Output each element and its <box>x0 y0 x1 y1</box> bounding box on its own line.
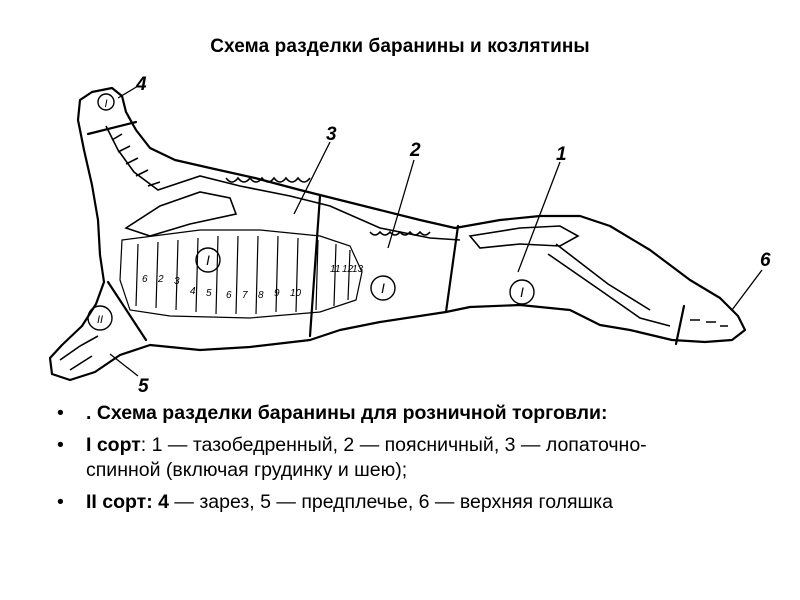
shoulder-blade <box>124 191 238 237</box>
rib-number: 6 <box>226 290 232 301</box>
carcass-outline <box>48 86 747 382</box>
grade-mark-circle <box>97 93 115 111</box>
cut-line-3-2 <box>308 194 322 338</box>
cut-line-shank <box>674 304 686 346</box>
list-item-text: : 1 — тазобедренный, 2 — поясничный, 3 —… <box>86 434 647 481</box>
ribs-area <box>119 229 363 319</box>
callout-6: 6 <box>760 250 771 271</box>
bullet-marker: • <box>57 434 64 456</box>
grade-mark-circle <box>195 247 221 273</box>
grade-label: I сорт <box>86 434 141 456</box>
rib-number: 3 <box>174 276 180 287</box>
grade-mark: I <box>104 98 107 110</box>
grade-mark: II <box>97 314 103 326</box>
grade-mark: I <box>206 252 210 268</box>
callout-1: 1 <box>556 144 567 165</box>
cut-line-shoulder <box>106 280 148 342</box>
rib-number: 5 <box>206 288 212 299</box>
grade-label: II сорт: 4 <box>86 491 169 513</box>
grade-mark: I <box>520 284 524 300</box>
rib-number: 10 <box>290 288 302 299</box>
callout-2: 2 <box>409 140 421 161</box>
callout-4: 4 <box>135 74 147 95</box>
grade-mark-circle <box>87 305 113 331</box>
page-title: Схема разделки баранины и козлятины <box>210 36 590 57</box>
rib-number: 7 <box>242 290 248 301</box>
rib-number: 13 <box>352 264 364 275</box>
callout-5: 5 <box>138 376 149 397</box>
list-item-text: . Схема разделки баранины для розничной … <box>86 402 608 424</box>
list-item: • . Схема разделки баранины для рознично… <box>54 401 714 426</box>
callout-3: 3 <box>326 124 337 145</box>
rib-number: 12 <box>342 264 354 275</box>
bullet-marker: • <box>57 491 64 513</box>
rib-number: 6 <box>142 274 148 285</box>
rib-number: 8 <box>258 290 264 301</box>
grade-mark-circle <box>370 275 396 301</box>
list-item: • I сорт: 1 — тазобедренный, 2 — пояснич… <box>54 433 714 483</box>
list-item: • II сорт: 4 — зарез, 5 — предплечье, 6 … <box>54 490 714 515</box>
grade-mark-circle <box>509 279 535 305</box>
lamb-carcass-diagram: 6 2 3 4 5 6 7 8 9 10 11 12 13 I I I II I <box>48 74 771 397</box>
rib-number: 4 <box>190 286 196 297</box>
rib-number: 9 <box>274 288 280 299</box>
list-item-text: — зарез, 5 — предплечье, 6 — верхняя гол… <box>168 491 613 513</box>
spine <box>105 125 461 241</box>
leg-bone <box>468 225 580 249</box>
cut-line-neck <box>86 120 138 136</box>
rib-number: 11 <box>330 264 340 275</box>
bullet-marker: • <box>57 402 64 424</box>
description-list: • . Схема разделки баранины для рознично… <box>54 401 714 522</box>
grade-mark: I <box>381 280 385 296</box>
rib-number: 2 <box>157 274 164 285</box>
